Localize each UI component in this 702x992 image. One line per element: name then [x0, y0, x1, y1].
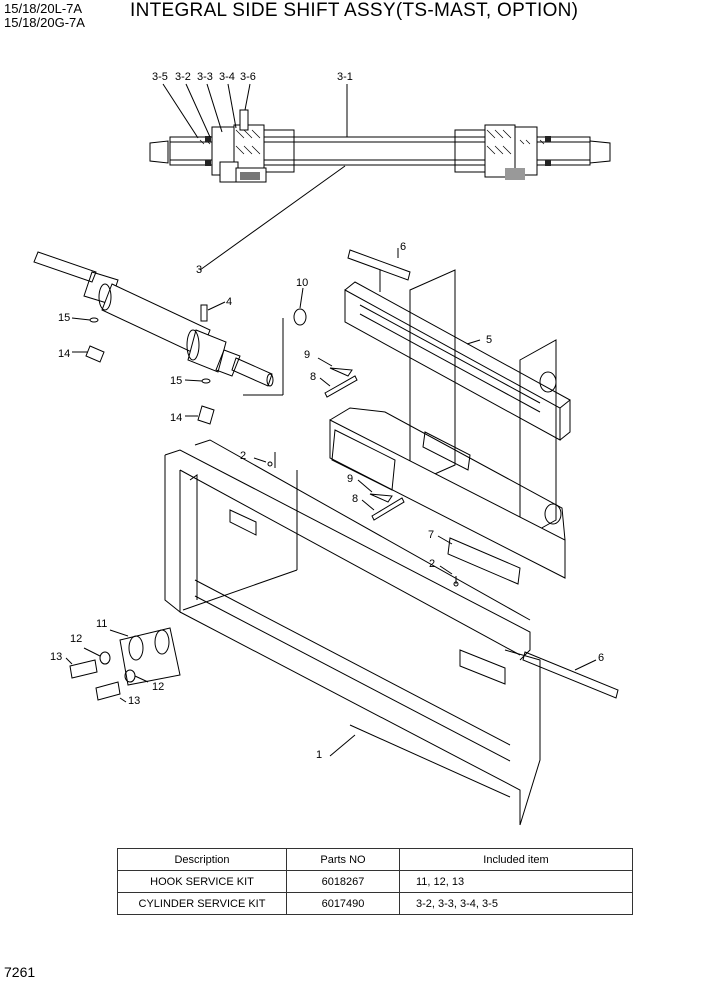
row-description: CYLINDER SERVICE KIT: [117, 892, 287, 915]
callout-3-2: 3-2: [175, 71, 191, 83]
row-included-item: 3-2, 3-3, 3-4, 3-5: [399, 892, 633, 915]
callout-2-left: 2: [240, 450, 246, 462]
guide-bar-drawing: [522, 651, 619, 699]
callout-5: 5: [486, 334, 492, 346]
callout-14-lower: 14: [170, 412, 182, 424]
callout-9-lower: 9: [347, 473, 353, 485]
table-row: HOOK SERVICE KIT 6018267 11, 12, 13: [117, 870, 633, 893]
callout-11: 11: [96, 618, 107, 630]
callout-3-1: 3-1: [337, 71, 353, 83]
model-line-1: 15/18/20L-7A: [4, 1, 83, 16]
lower-carriage-drawing: [329, 407, 566, 585]
row-included-item: 11, 12, 13: [399, 870, 633, 893]
callout-12-left: 12: [70, 633, 82, 645]
callout-3-3: 3-3: [197, 71, 213, 83]
callout-15-lower: 15: [170, 375, 182, 387]
callout-8-lower: 8: [352, 493, 358, 505]
row-parts-no: 6018267: [286, 870, 400, 893]
callout-1: 1: [316, 749, 322, 761]
col-parts-no: Parts NO: [286, 848, 400, 871]
cylinder-assembly-drawing: [33, 165, 346, 425]
callout-3-4: 3-4: [219, 71, 235, 83]
model-line-2: 15/18/20G-7A: [4, 15, 85, 30]
page-title: INTEGRAL SIDE SHIFT ASSY(TS-MAST, OPTION…: [130, 0, 579, 21]
fork-frame-drawing: [164, 439, 541, 826]
callout-14-upper: 14: [58, 348, 70, 360]
callout-15-upper: 15: [58, 312, 70, 324]
page-number: 7261: [4, 964, 36, 980]
callout-12-right: 12: [152, 681, 164, 693]
callout-8-upper: 8: [310, 371, 316, 383]
col-description: Description: [117, 848, 287, 871]
exploded-parts-diagram: 3-5 3-2 3-3 3-4 3-6 3-1 3 6 10 4 15 14 1…: [33, 71, 619, 826]
callout-9-upper: 9: [304, 349, 310, 361]
callout-3: 3: [196, 264, 202, 276]
hook-drawing: [65, 627, 181, 703]
callout-13-right: 13: [128, 695, 140, 707]
cylinder-section-drawing: [149, 83, 611, 183]
callout-7: 7: [428, 529, 434, 541]
callout-labels: 3-5 3-2 3-3 3-4 3-6 3-1 3 6 10 4 15 14 1…: [50, 71, 604, 761]
row-description: HOOK SERVICE KIT: [117, 870, 287, 893]
callout-3-6: 3-6: [240, 71, 256, 83]
col-included-item: Included item: [399, 848, 633, 871]
row-parts-no: 6017490: [286, 892, 400, 915]
service-kit-table: Description Parts NO Included item HOOK …: [117, 848, 633, 915]
table-row: CYLINDER SERVICE KIT 6017490 3-2, 3-3, 3…: [117, 892, 633, 915]
upper-carriage-drawing: [317, 248, 571, 541]
callout-6-upper: 6: [400, 241, 406, 253]
table-header-row: Description Parts NO Included item: [117, 848, 633, 871]
callout-6-lower: 6: [598, 652, 604, 664]
callout-10: 10: [296, 277, 308, 289]
callout-13-left: 13: [50, 651, 62, 663]
callout-4: 4: [226, 296, 232, 308]
callout-3-5: 3-5: [152, 71, 168, 83]
callout-2-right: 2: [429, 558, 435, 570]
